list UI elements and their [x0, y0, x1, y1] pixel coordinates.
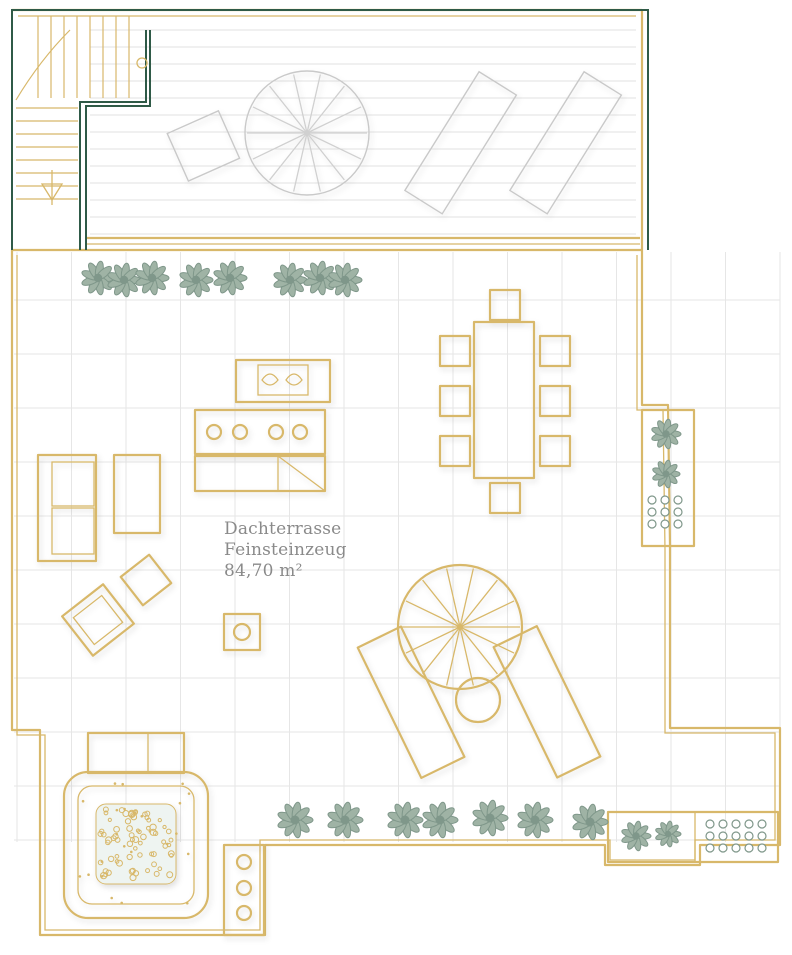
- room-material: Feinsteinzeug: [224, 540, 347, 560]
- plant-icon: [135, 260, 170, 296]
- dining-set: [438, 288, 572, 515]
- plant-icon: [517, 801, 554, 839]
- plant-icon: [387, 801, 424, 839]
- plant-icon: [273, 262, 308, 298]
- deck-lounger-2: [508, 70, 623, 215]
- plant-icon: [327, 801, 364, 839]
- planter-box-bottom-right: [606, 810, 780, 864]
- plant-icon: [572, 803, 609, 841]
- plant-icon: [422, 801, 459, 839]
- plant-icon: [651, 418, 682, 450]
- room-label: Dachterrasse Feinsteinzeug 84,70 m²: [224, 519, 347, 582]
- plant-icon: [472, 799, 509, 837]
- whirlpool: [62, 731, 210, 920]
- deck-furniture: [166, 70, 623, 215]
- plant-icon: [652, 459, 681, 489]
- plant-icon: [328, 262, 363, 298]
- planter-row-top: [81, 260, 363, 298]
- deck-lounger-1: [403, 70, 518, 215]
- lounge-set: [36, 453, 262, 657]
- room-area: 84,70 m²: [224, 561, 303, 581]
- outdoor-kitchen: [193, 358, 332, 493]
- upper-deck: [12, 10, 642, 250]
- cooktop-burners: [205, 423, 309, 441]
- plant-icon: [655, 820, 682, 848]
- plant-icon: [277, 801, 314, 839]
- deck-armchair: [166, 109, 241, 182]
- planter-box-right: [640, 408, 696, 548]
- plant-icon: [179, 262, 214, 298]
- staircase: [15, 16, 148, 205]
- plant-icon: [213, 260, 248, 296]
- room-name: Dachterrasse: [224, 519, 342, 539]
- umbrella-lounge: [356, 563, 602, 780]
- plant-icon: [303, 260, 338, 296]
- side-burners: [222, 843, 266, 937]
- plant-icon: [621, 820, 652, 852]
- deck-umbrella: [244, 70, 370, 196]
- planter-row-bottom: [277, 799, 609, 841]
